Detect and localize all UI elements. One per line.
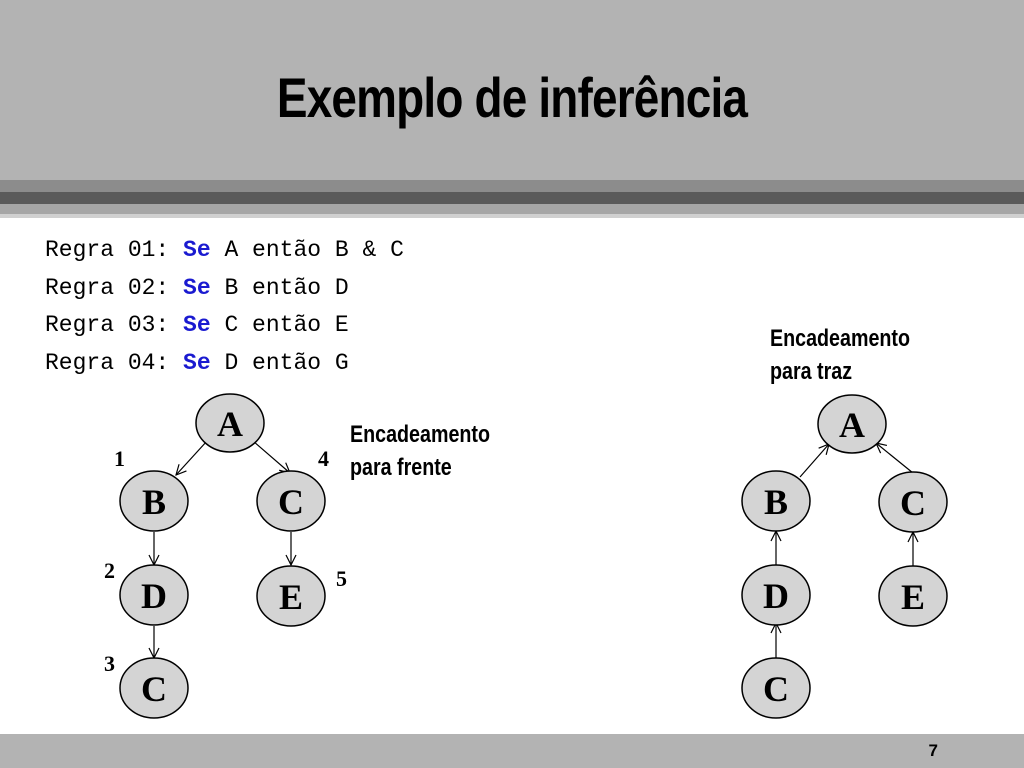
- page-number: 7: [928, 741, 938, 760]
- node-label: C: [141, 669, 167, 709]
- graph-node: C: [741, 657, 811, 719]
- graph-node: E: [256, 565, 326, 627]
- rule-keyword: Se: [183, 312, 211, 338]
- rule-body: A então B & C: [210, 237, 404, 263]
- rule-line: Regra 01: Se A então B & C: [45, 232, 404, 270]
- graph-node: C: [878, 471, 948, 533]
- rule-keyword: Se: [183, 349, 211, 376]
- graph-node: E: [878, 565, 948, 627]
- backward-graph-edges: [776, 443, 913, 658]
- rule-keyword: Se: [183, 274, 211, 301]
- caption-forward-chaining: Encadeamento para frente: [350, 418, 490, 484]
- node-label: E: [279, 577, 303, 617]
- caption-line: para traz: [770, 358, 853, 385]
- node-label: C: [763, 669, 789, 709]
- graph-node: D: [741, 564, 811, 626]
- rule-body: C então E: [210, 312, 349, 338]
- divider-bar: [0, 214, 1024, 218]
- caption-line: para frente: [350, 454, 452, 481]
- forward-graph-nodes: A B C D E C: [119, 393, 326, 719]
- edge-arrow: [799, 444, 829, 478]
- divider-bar: [0, 204, 1024, 214]
- node-label: B: [142, 482, 166, 522]
- divider-bar: [0, 180, 1024, 192]
- node-label: D: [763, 576, 789, 616]
- graph-node: C: [256, 470, 326, 532]
- caption-line: Encadeamento: [350, 421, 490, 448]
- node-label: A: [839, 405, 865, 445]
- rule-prefix: Regra 03:: [45, 312, 184, 338]
- graph-node: C: [119, 657, 189, 719]
- edge-arrow: [252, 440, 290, 473]
- node-label: C: [278, 482, 304, 522]
- rule-prefix: Regra 04:: [45, 349, 184, 376]
- backward-graph-nodes: A B C D E C: [741, 394, 948, 719]
- edge-arrow: [876, 443, 914, 474]
- graph-node: A: [195, 393, 265, 453]
- rule-prefix: Regra 02:: [45, 274, 184, 301]
- step-number: 2: [104, 558, 115, 583]
- rule-line: Regra 02: Se B então D: [45, 270, 404, 308]
- step-number: 5: [336, 566, 347, 591]
- caption-line: Encadeamento: [770, 325, 910, 352]
- rule-keyword: Se: [183, 237, 211, 263]
- rule-body: B então D: [210, 274, 349, 301]
- rule-line: Regra 03: Se C então E: [45, 307, 404, 345]
- divider-bar: [0, 192, 1024, 204]
- forward-graph-edges: [154, 440, 291, 658]
- rule-line: Regra 04: Se D então G: [45, 345, 404, 383]
- graph-node: B: [119, 470, 189, 532]
- forward-step-numbers: 1 2 3 4 5: [104, 446, 347, 676]
- step-number: 1: [114, 446, 125, 471]
- slide-title: Exemplo de inferência: [276, 66, 748, 129]
- rule-body: D então G: [210, 349, 349, 376]
- step-number: 4: [318, 446, 329, 471]
- edge-arrow: [176, 440, 208, 475]
- graph-node: B: [741, 470, 811, 532]
- slide-footer: 7: [0, 734, 1024, 768]
- node-label: A: [217, 404, 243, 444]
- rule-prefix: Regra 01:: [45, 237, 184, 263]
- node-label: E: [901, 577, 925, 617]
- node-label: C: [900, 483, 926, 523]
- step-number: 3: [104, 651, 115, 676]
- caption-backward-chaining: Encadeamento para traz: [770, 322, 910, 388]
- node-label: D: [141, 576, 167, 616]
- graph-node: D: [119, 564, 189, 626]
- rules-list: Regra 01: Se A então B & C Regra 02: Se …: [45, 232, 404, 382]
- slide-header: Exemplo de inferência: [0, 0, 1024, 180]
- graph-node: A: [817, 394, 887, 454]
- node-label: B: [764, 482, 788, 522]
